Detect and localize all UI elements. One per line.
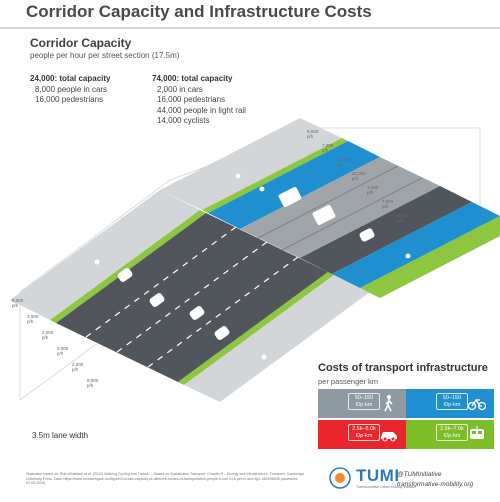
right-bike-lane-bottom — [332, 202, 500, 288]
capacity-heading: Corridor Capacity — [30, 36, 132, 50]
right-rail-bed — [240, 157, 440, 258]
capacity-caption: people per hour per street section (17.5… — [30, 51, 180, 60]
right-bike-lane-top — [208, 141, 380, 229]
car-icon — [381, 432, 397, 442]
left-grass-strip-2 — [178, 272, 334, 385]
rail-tracks — [257, 165, 423, 251]
left-capacity-total: 24,000: total capacity — [30, 74, 111, 83]
costs-heading: Costs of transport infrastructure — [318, 362, 488, 374]
right-sidewalk-top — [160, 118, 342, 210]
website-link: transformative-mobility.org — [397, 481, 474, 488]
left-pedestrians — [94, 259, 267, 360]
pedestrian-icon — [261, 354, 267, 360]
left-sidewalk-top — [10, 190, 200, 320]
cost-tile-car: 2.5k–5.0k€/p-km — [318, 420, 406, 449]
car-icon — [359, 228, 375, 242]
right-cyclists — [259, 186, 411, 259]
tumi-tagline: Transformative Urban Mobility Initiative — [356, 485, 417, 489]
cost-value: 2.5k–5.0k€/p-km — [348, 424, 380, 441]
car-icon — [117, 268, 133, 282]
left-capacity-block: 24,000: total capacity 8,000 people in c… — [30, 74, 110, 106]
costs-caption: per passenger km — [318, 377, 379, 386]
right-grass-strip-2 — [360, 216, 500, 298]
left-capacity-line: 8,000 people in cars — [35, 84, 108, 94]
bicycle-icon — [259, 186, 265, 192]
left-sidewalk-bottom — [184, 275, 370, 402]
cost-tile-light-rail: 2.5k–7.0k€/p-km — [406, 420, 494, 449]
right-vehicles — [278, 186, 375, 242]
social-handle: @TUMInitiative — [397, 471, 442, 478]
right-capacity-total: 74,000: total capacity — [152, 74, 233, 83]
tram-icon — [278, 186, 302, 208]
pedestrian-icon — [384, 395, 393, 412]
bicycle-icon — [468, 398, 486, 411]
right-capacity-line: 44,000 people in light rail — [157, 105, 246, 115]
right-street-section — [160, 118, 500, 298]
car-icon — [149, 293, 165, 307]
right-capacity-block: 74,000: total capacity 2,000 in cars 16,… — [152, 74, 246, 127]
cost-value: 50–150€/p-km — [348, 393, 380, 410]
cost-value: 50–150€/p-km — [436, 393, 468, 410]
right-grass-strip — [202, 138, 348, 213]
right-capacity-line: 14,000 cyclists — [157, 116, 210, 125]
tumi-wordmark: TUMI — [356, 466, 400, 485]
left-capacity-line: 16,000 pedestrians — [35, 95, 104, 104]
pedestrian-icon — [235, 173, 241, 179]
cost-tile-walking: 50–150€/p-km — [318, 389, 406, 418]
tumi-logo — [329, 467, 351, 489]
right-capacity-line: 2,000 in cars — [157, 84, 203, 94]
cost-value: 2.5k–7.0k€/p-km — [436, 424, 468, 441]
left-street-section — [10, 190, 370, 402]
cost-tile-cycling: 50–150€/p-km — [406, 389, 494, 418]
car-icon — [214, 326, 230, 340]
tram-icon — [312, 204, 336, 226]
tram-icon — [470, 426, 484, 439]
right-road — [300, 186, 472, 274]
title-divider — [0, 27, 500, 29]
car-icon — [189, 306, 205, 320]
source-note: Illustration based on: Bolt-Whitelock et… — [26, 472, 305, 485]
left-cars — [117, 268, 230, 340]
right-capacity-line: 16,000 pedestrians — [157, 95, 226, 104]
lane-width-label: 3.5m lane width — [32, 431, 89, 440]
bicycle-icon — [405, 253, 411, 259]
left-grass-strip — [50, 210, 206, 323]
left-road — [56, 213, 328, 382]
pedestrian-icon — [94, 259, 100, 265]
page-title: Corridor Capacity and Infrastructure Cos… — [26, 2, 372, 21]
